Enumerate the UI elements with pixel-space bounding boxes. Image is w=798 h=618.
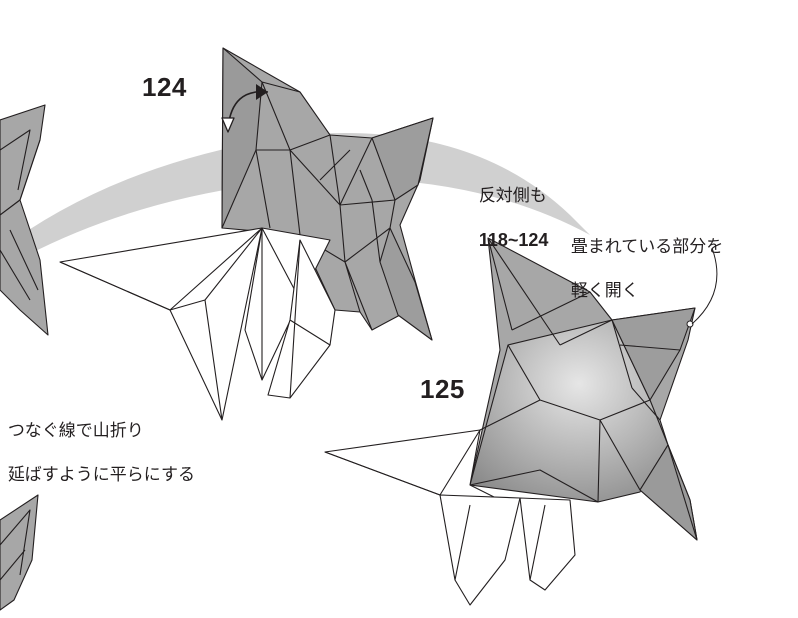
note-reverse-side-text: 反対側も: [478, 186, 547, 206]
transition-arrow-band: [0, 132, 590, 270]
note-reverse-range: 118~124: [478, 230, 549, 250]
note-open-folded-part: 畳まれている部分を 軽く開く: [560, 214, 724, 302]
note-mountain-fold: つなぐ線で山折り 延ばすように平らにする: [0, 398, 195, 486]
step-number-124: 124: [142, 72, 187, 102]
model-step-125: [324, 237, 698, 606]
note-mountain-line-2: 延ばすように平らにする: [7, 465, 195, 485]
note-mountain-line-1: つなぐ線で山折り: [7, 421, 144, 441]
note-reverse-side: 反対側も 118~124: [468, 163, 549, 252]
left-model-top: [0, 104, 49, 336]
note-open-line-2: 軽く開く: [570, 281, 639, 301]
callout-leader-line: [691, 247, 718, 325]
step-number-125: 125: [420, 374, 465, 404]
left-model-bottom: [0, 494, 39, 611]
note-open-line-1: 畳まれている部分を: [570, 237, 724, 257]
model-step-124: [59, 47, 434, 421]
